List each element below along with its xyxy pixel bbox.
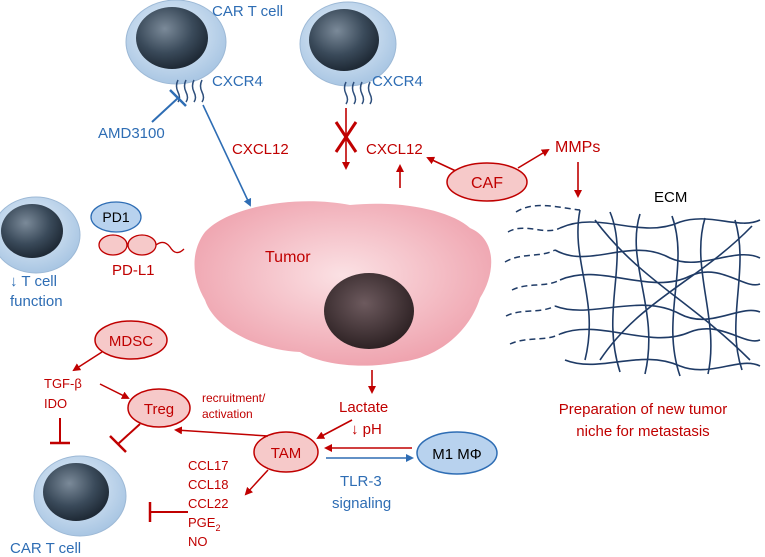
niche-text-line2: niche for metastasis [576,423,709,440]
car-t-cell-top-middle [299,1,397,105]
pd1-oval [90,201,142,233]
pge2-label: PGE2 [188,515,220,533]
caf-label: CAF [471,175,503,192]
amd3100-inhibit-line [151,97,179,123]
caf-oval [446,162,528,202]
ccl18-label: CCL18 [188,477,228,492]
car-t-migration-arrow [202,104,252,207]
signaling-label: signaling [332,495,391,512]
tlr3-label: TLR-3 [340,473,382,490]
ecm-dashed-fibers [504,204,581,345]
car-t-cell-top-label: CAR T cell [212,3,283,20]
blocked-x-icon [334,121,358,153]
pd1-label: PD1 [102,209,129,225]
tam-oval [253,431,319,473]
tam-to-treg-arrow [174,426,269,437]
caf-to-mmps-arrow [517,148,550,169]
cxcr4-right-label: CXCR4 [372,73,423,90]
no-label: NO [188,534,208,549]
cxcl12-left-label: CXCL12 [232,141,289,158]
amd3100-inhibit-bar [169,89,187,107]
mmps-label: MMPs [555,139,600,156]
amd3100-label: AMD3100 [98,125,165,142]
tumor-nucleus [324,273,414,349]
tgfb-label: TGF-β [44,376,82,391]
activation-label: activation [202,407,253,421]
pdl1-label: PD-L1 [112,262,155,279]
treg-inhibit-line [117,423,141,445]
treg-oval [127,388,191,428]
mdsc-label: MDSC [109,333,153,350]
recruitment-label: recruitment/ [202,391,266,405]
lactate-label: Lactate [339,399,388,416]
treg-inhibit-bar [109,435,127,453]
m1-macrophage-label: M1 MΦ [432,446,482,463]
ido-label: IDO [44,396,67,411]
tam-label: TAM [271,445,302,462]
ph-to-tam-arrow [316,419,353,439]
tam-to-mediators-arrow [244,469,269,496]
m1-macrophage-oval [416,431,498,475]
t-cell-function-line1: ↓ T cell [10,273,57,290]
car-t-cell-bottom [33,455,127,537]
cxcr4-left-label: CXCR4 [212,73,263,90]
niche-text-line1: Preparation of new tumor [559,401,727,418]
caf-to-cxcl12-arrow [426,156,459,173]
tgfb-to-treg-arrow [99,383,130,399]
ccl22-label: CCL22 [188,496,228,511]
t-cell-left [0,196,81,274]
treg-label: Treg [144,401,174,418]
mdsc-to-tgfb-arrow [72,351,103,372]
tumor-label: Tumor [265,249,311,266]
ecm-mesh [554,209,761,377]
ph-label: ↓ pH [351,421,382,438]
cxcr4-receptor-icon-2 [343,81,373,105]
t-cell-function-line2: function [10,293,63,310]
ccl17-label: CCL17 [188,458,228,473]
cxcr4-receptor-icon [175,79,205,103]
mdsc-oval [94,320,168,360]
car-t-cell-bottom-label: CAR T cell [10,540,81,557]
car-t-cell-top-left [125,0,227,103]
ecm-label: ECM [654,189,687,206]
cxcl12-right-label: CXCL12 [366,141,423,158]
pdl1-icon [98,234,185,256]
